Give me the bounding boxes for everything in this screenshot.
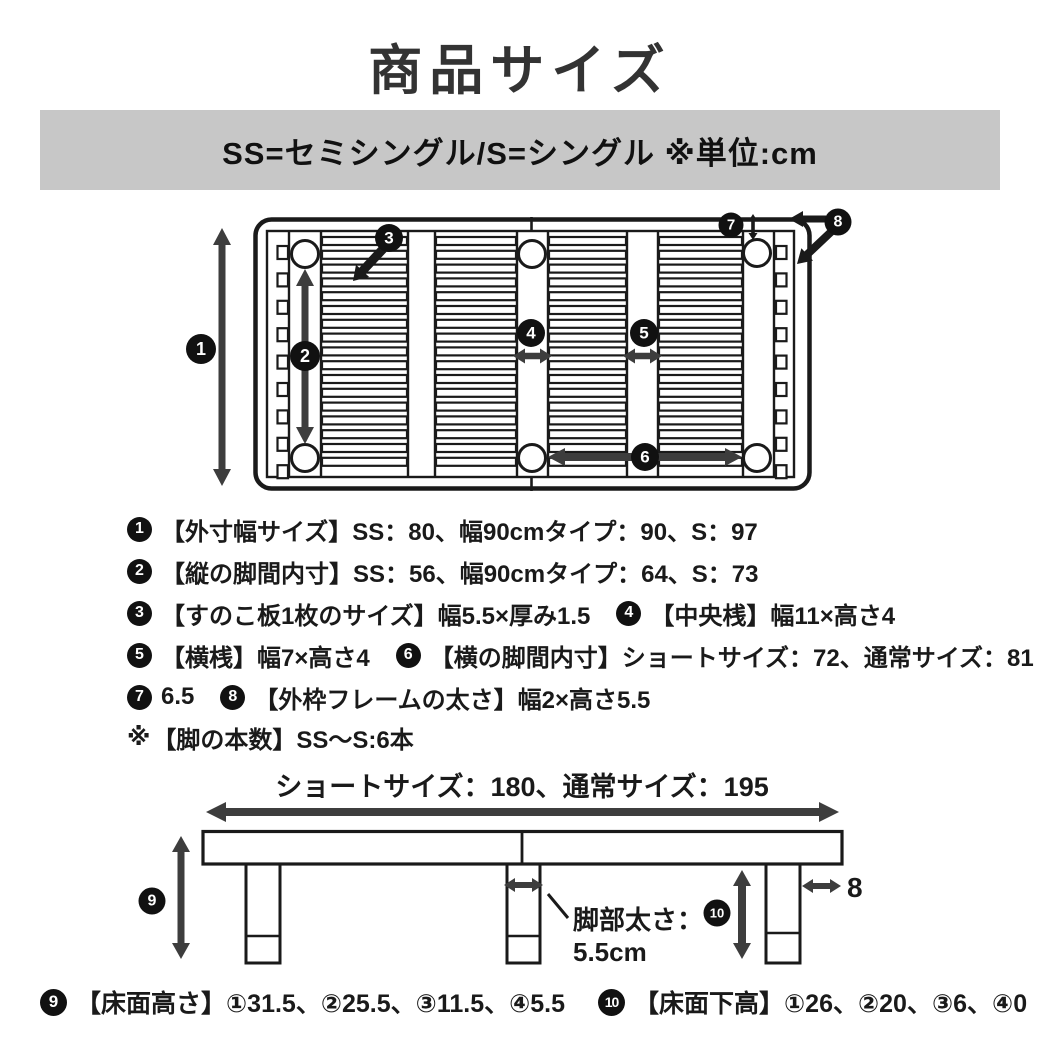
spec-line-4: 5 【横桟】幅7×高さ4 6 【横の脚間内寸】ショートサイズ：72、通常サイズ：… xyxy=(127,634,1034,676)
svg-text:5: 5 xyxy=(639,324,648,343)
bed-top-view-diagram: 1 2 3 4 5 6 7 8 xyxy=(186,208,852,491)
top-view-decor xyxy=(213,211,835,486)
side-view-arrows xyxy=(172,836,841,959)
spec-text: 【外寸幅サイズ】SS：80、幅90cmタイプ：90、S：97 xyxy=(161,518,758,546)
bed-side-view-diagram: ショートサイズ：180、通常サイズ：195 脚部太さ： 5.5cm 8 9 10 xyxy=(138,771,863,967)
svg-text:2: 2 xyxy=(300,346,310,366)
left-leg xyxy=(244,860,282,965)
spec-text: 【すのこ板1枚のサイズ】幅5.5×厚み1.5 xyxy=(161,602,591,630)
floor-height-note: 9 【床面高さ】①31.5、②25.5、③11.5、④5.5 xyxy=(40,984,565,1020)
marker-badge-5: 5 xyxy=(630,319,658,347)
marker-badge-8: 8 xyxy=(824,208,852,236)
svg-text:8: 8 xyxy=(834,214,843,231)
size-legend-banner: SS=セミシングル/S=シングル ※単位:cm xyxy=(40,110,1000,190)
spec-line-1: 1 【外寸幅サイズ】SS：80、幅90cmタイプ：90、S：97 xyxy=(127,508,937,550)
svg-text:4: 4 xyxy=(526,324,536,343)
length-label: ショートサイズ：180、通常サイズ：195 xyxy=(275,771,768,802)
marker-badge-9: 9 xyxy=(138,887,166,915)
spec-line-3: 3 【すのこ板1枚のサイズ】幅5.5×厚み1.5 4 【中央桟】幅11×高さ4 xyxy=(127,592,937,634)
leg-note-line1: 脚部太さ： xyxy=(573,905,703,935)
svg-text:1: 1 xyxy=(196,339,206,359)
spec-text: 【横の脚間内寸】ショートサイズ：72、通常サイズ：81 xyxy=(429,644,1034,672)
middle-leg xyxy=(505,860,542,965)
leg-note-line2: 5.5cm xyxy=(573,937,647,967)
spec-list: 1 【外寸幅サイズ】SS：80、幅90cmタイプ：90、S：97 2 【縦の脚間… xyxy=(127,508,1034,756)
leg-callout-line xyxy=(546,893,570,919)
spec-text: 【縦の脚間内寸】SS：56、幅90cmタイプ：64、S：73 xyxy=(161,560,759,588)
svg-text:10: 10 xyxy=(710,906,724,921)
note-badge-10: 10 xyxy=(598,988,625,1016)
spec-line-5: 7 6.5 8 【外枠フレームの太さ】幅2×高さ5.5 xyxy=(127,676,937,718)
spec-text: 【脚の本数】SS〜S:6本 xyxy=(152,726,414,754)
note-badge-9: 9 xyxy=(40,988,67,1016)
marker-badge-2: 2 xyxy=(290,341,320,371)
marker-badge-4: 4 xyxy=(517,319,545,347)
list-badge-2: 2 xyxy=(127,558,152,584)
marker-badge-3: 3 xyxy=(375,224,403,252)
spec-text: 【外枠フレームの太さ】幅2×高さ5.5 xyxy=(254,686,651,714)
side-view-decor xyxy=(206,802,839,822)
svg-text:3: 3 xyxy=(384,229,393,248)
list-badge-6: 6 xyxy=(395,642,421,668)
page-title: 商品サイズ xyxy=(368,41,672,101)
svg-text:7: 7 xyxy=(727,217,735,234)
size-legend-text: SS=セミシングル/S=シングル ※単位:cm xyxy=(222,135,818,171)
spec-line-note: ※ 【脚の本数】SS〜S:6本 xyxy=(127,718,937,756)
list-badge-3: 3 xyxy=(127,600,152,626)
right-gap-value: 8 xyxy=(847,872,863,903)
under-floor-note: 10 【床面下高】①26、②20、③6、④0 xyxy=(598,984,1027,1020)
list-badge-7: 7 xyxy=(127,684,152,710)
spec-text: 【横桟】幅7×高さ4 xyxy=(161,644,370,672)
kome-mark: ※ xyxy=(127,723,151,751)
right-leg xyxy=(764,860,802,965)
spec-text: 【中央桟】幅11×高さ4 xyxy=(650,602,896,630)
floor-height-text: 【床面高さ】①31.5、②25.5、③11.5、④5.5 xyxy=(76,990,566,1018)
list-badge-8: 8 xyxy=(220,684,246,710)
svg-text:9: 9 xyxy=(148,893,157,910)
marker-badge-6: 6 xyxy=(631,443,659,471)
spec-line-2: 2 【縦の脚間内寸】SS：56、幅90cmタイプ：64、S：73 xyxy=(127,550,937,592)
svg-text:6: 6 xyxy=(640,448,649,467)
under-floor-text: 【床面下高】①26、②20、③6、④0 xyxy=(634,990,1028,1018)
marker-badge-10: 10 xyxy=(703,899,731,927)
list-badge-4: 4 xyxy=(616,600,642,626)
marker-badge-7: 7 xyxy=(718,212,744,238)
marker-badge-1: 1 xyxy=(186,334,216,364)
spec-text: 6.5 xyxy=(161,683,195,710)
list-badge-1: 1 xyxy=(127,516,152,542)
list-badge-5: 5 xyxy=(127,642,152,668)
